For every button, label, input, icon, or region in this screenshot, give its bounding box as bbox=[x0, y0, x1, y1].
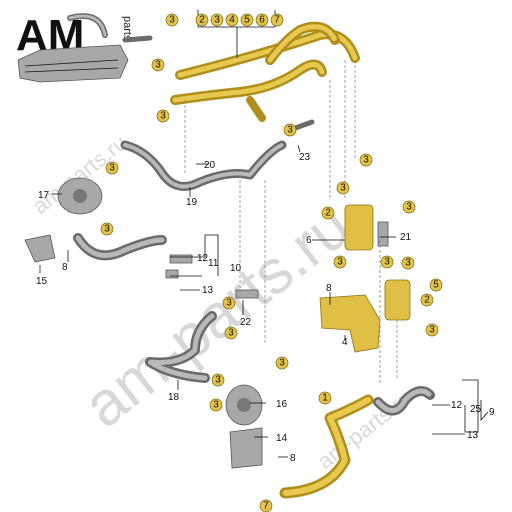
part-number-15: 15 bbox=[36, 276, 48, 287]
hose-25 bbox=[373, 386, 435, 416]
top-callouts: 3 3 3 bbox=[151, 13, 179, 123]
part-number-21: 21 bbox=[400, 232, 412, 243]
part-number-9: 9 bbox=[489, 407, 495, 418]
part-number-19: 19 bbox=[186, 197, 198, 208]
bracket-4 bbox=[319, 294, 381, 353]
callout-3-top-b: 3 bbox=[155, 60, 161, 71]
callout-3-b1: 3 bbox=[279, 358, 285, 369]
header-callouts: 2 3 4 5 6 7 bbox=[195, 13, 284, 27]
part-number-25: 25 bbox=[470, 404, 482, 415]
callout-3-top-a: 3 bbox=[169, 15, 175, 26]
callout-3-r5: 3 bbox=[384, 257, 390, 268]
callout-2-r2: 2 bbox=[424, 295, 430, 306]
callout-3-l3: 3 bbox=[226, 298, 232, 309]
part-number-23: 23 bbox=[299, 152, 311, 163]
callout-3-r7: 3 bbox=[429, 325, 435, 336]
part-number-20: 20 bbox=[204, 160, 216, 171]
callout-3-l2: 3 bbox=[104, 224, 110, 235]
part-number-8-a: 8 bbox=[62, 262, 68, 273]
part-numbers: 20 19 17 23 15 8 12 11 10 13 22 21 6 8 4… bbox=[36, 152, 495, 464]
part-number-13-a: 13 bbox=[202, 285, 214, 296]
callout-3-l1: 3 bbox=[109, 163, 115, 174]
callout-3-r6: 3 bbox=[405, 258, 411, 269]
callout-6: 6 bbox=[259, 15, 265, 26]
part-number-12-a: 12 bbox=[197, 253, 209, 264]
left-callouts: 3 3 3 3 bbox=[100, 161, 238, 340]
callout-3-b3: 3 bbox=[213, 400, 219, 411]
callout-3: 3 bbox=[214, 15, 220, 26]
callout-3-r4: 3 bbox=[337, 257, 343, 268]
callout-7-bottom: 7 bbox=[263, 501, 269, 512]
part-number-6: 6 bbox=[306, 235, 312, 246]
callout-3-top-c: 3 bbox=[160, 111, 166, 122]
part-number-17: 17 bbox=[38, 190, 50, 201]
hose-1 bbox=[279, 394, 374, 499]
part-number-14: 14 bbox=[276, 433, 288, 444]
part-number-8-b: 8 bbox=[326, 283, 332, 294]
radiator-assembly bbox=[17, 13, 153, 83]
callout-7: 7 bbox=[274, 15, 280, 26]
callout-3-b2: 3 bbox=[215, 375, 221, 386]
bottom-callouts: 3 3 3 1 7 bbox=[209, 356, 332, 512]
pump-17 bbox=[57, 177, 103, 215]
guide-lines bbox=[184, 60, 398, 385]
callout-3-r3: 3 bbox=[406, 202, 412, 213]
part-number-8-c: 8 bbox=[290, 453, 296, 464]
main-coolant-hose-assembly bbox=[170, 21, 360, 122]
callout-3-r8: 3 bbox=[287, 125, 293, 136]
leader-lines bbox=[39, 144, 489, 458]
part-number-18: 18 bbox=[168, 392, 180, 403]
callout-5: 5 bbox=[244, 15, 250, 26]
part-number-10: 10 bbox=[230, 263, 242, 274]
callout-1: 1 bbox=[322, 393, 328, 404]
callout-2: 2 bbox=[199, 15, 205, 26]
valve-block-2-lower bbox=[384, 279, 411, 321]
part-number-22: 22 bbox=[240, 317, 252, 328]
callout-4: 4 bbox=[229, 15, 235, 26]
part-number-16: 16 bbox=[276, 399, 288, 410]
valve-block-2-upper bbox=[344, 204, 389, 251]
hose-18 bbox=[145, 289, 259, 383]
header-leaders bbox=[197, 10, 276, 58]
callout-2-r: 2 bbox=[325, 208, 331, 219]
logo-parts-text: parts bbox=[121, 16, 133, 41]
part-number-11: 11 bbox=[208, 258, 219, 269]
pump-16 bbox=[225, 384, 263, 469]
callout-3-r1: 3 bbox=[363, 155, 369, 166]
part-number-12-b: 12 bbox=[451, 400, 463, 411]
part-number-13-b: 13 bbox=[467, 430, 479, 441]
hose-11 bbox=[24, 233, 193, 279]
callout-3-r2: 3 bbox=[340, 183, 346, 194]
callout-3-l4: 3 bbox=[228, 328, 234, 339]
callout-5-r: 5 bbox=[433, 280, 439, 291]
part-number-4: 4 bbox=[342, 337, 348, 348]
right-callouts: 3 3 2 3 3 3 3 3 2 5 3 bbox=[283, 123, 443, 337]
